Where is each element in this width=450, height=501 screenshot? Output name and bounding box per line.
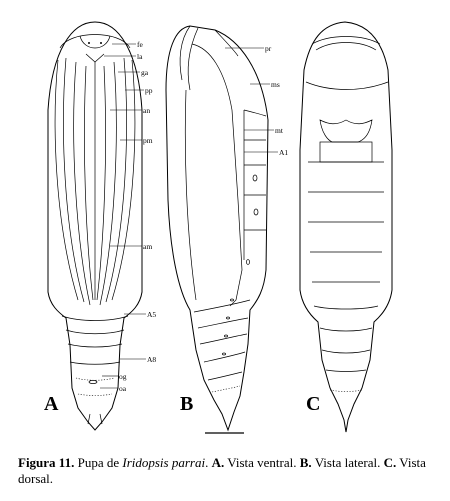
caption-c-text: Vista dorsal.	[18, 455, 426, 486]
caption-a-label: A.	[211, 455, 225, 470]
lateral-view-drawing	[165, 25, 269, 432]
caption-c-label: C.	[383, 455, 397, 470]
panel-letter-b: B	[180, 393, 193, 415]
label-pm: pm	[143, 136, 153, 145]
label-pr: pr	[265, 44, 272, 53]
dorsal-view-drawing	[299, 21, 393, 433]
caption-b-label: B.	[299, 455, 312, 470]
caption-a-text: Vista ventral.	[224, 455, 300, 470]
label-oa: oa	[119, 384, 127, 393]
panel-letter-c: C	[306, 393, 320, 415]
panel-letter-a: A	[44, 393, 59, 415]
ventral-view-drawing	[47, 21, 143, 431]
label-fe: fe	[137, 40, 143, 49]
label-mt: mt	[275, 126, 284, 135]
caption-text-1: Pupa de	[74, 455, 123, 470]
label-a5: A5	[147, 310, 156, 319]
label-a8: A8	[147, 355, 156, 364]
caption-species: Iridopsis parrai	[122, 455, 206, 470]
label-ga: ga	[141, 68, 149, 77]
caption-text-2: .	[205, 455, 212, 470]
label-am: am	[143, 242, 152, 251]
label-pp: pp	[145, 86, 153, 95]
label-a1: A1	[279, 148, 288, 157]
label-la: la	[137, 52, 143, 61]
leader-lines	[100, 43, 278, 389]
pupa-figure: fe la ga pp an pm am A5 A8 og oa pr ms m…	[44, 21, 393, 434]
label-og: og	[119, 372, 127, 381]
label-ms: ms	[271, 80, 280, 89]
label-an: an	[143, 106, 150, 115]
figure-caption: Figura 11. Pupa de Iridopsis parrai. A. …	[18, 455, 443, 487]
caption-b-text: Vista lateral.	[311, 455, 384, 470]
caption-figure-label: Figura 11.	[18, 455, 75, 470]
